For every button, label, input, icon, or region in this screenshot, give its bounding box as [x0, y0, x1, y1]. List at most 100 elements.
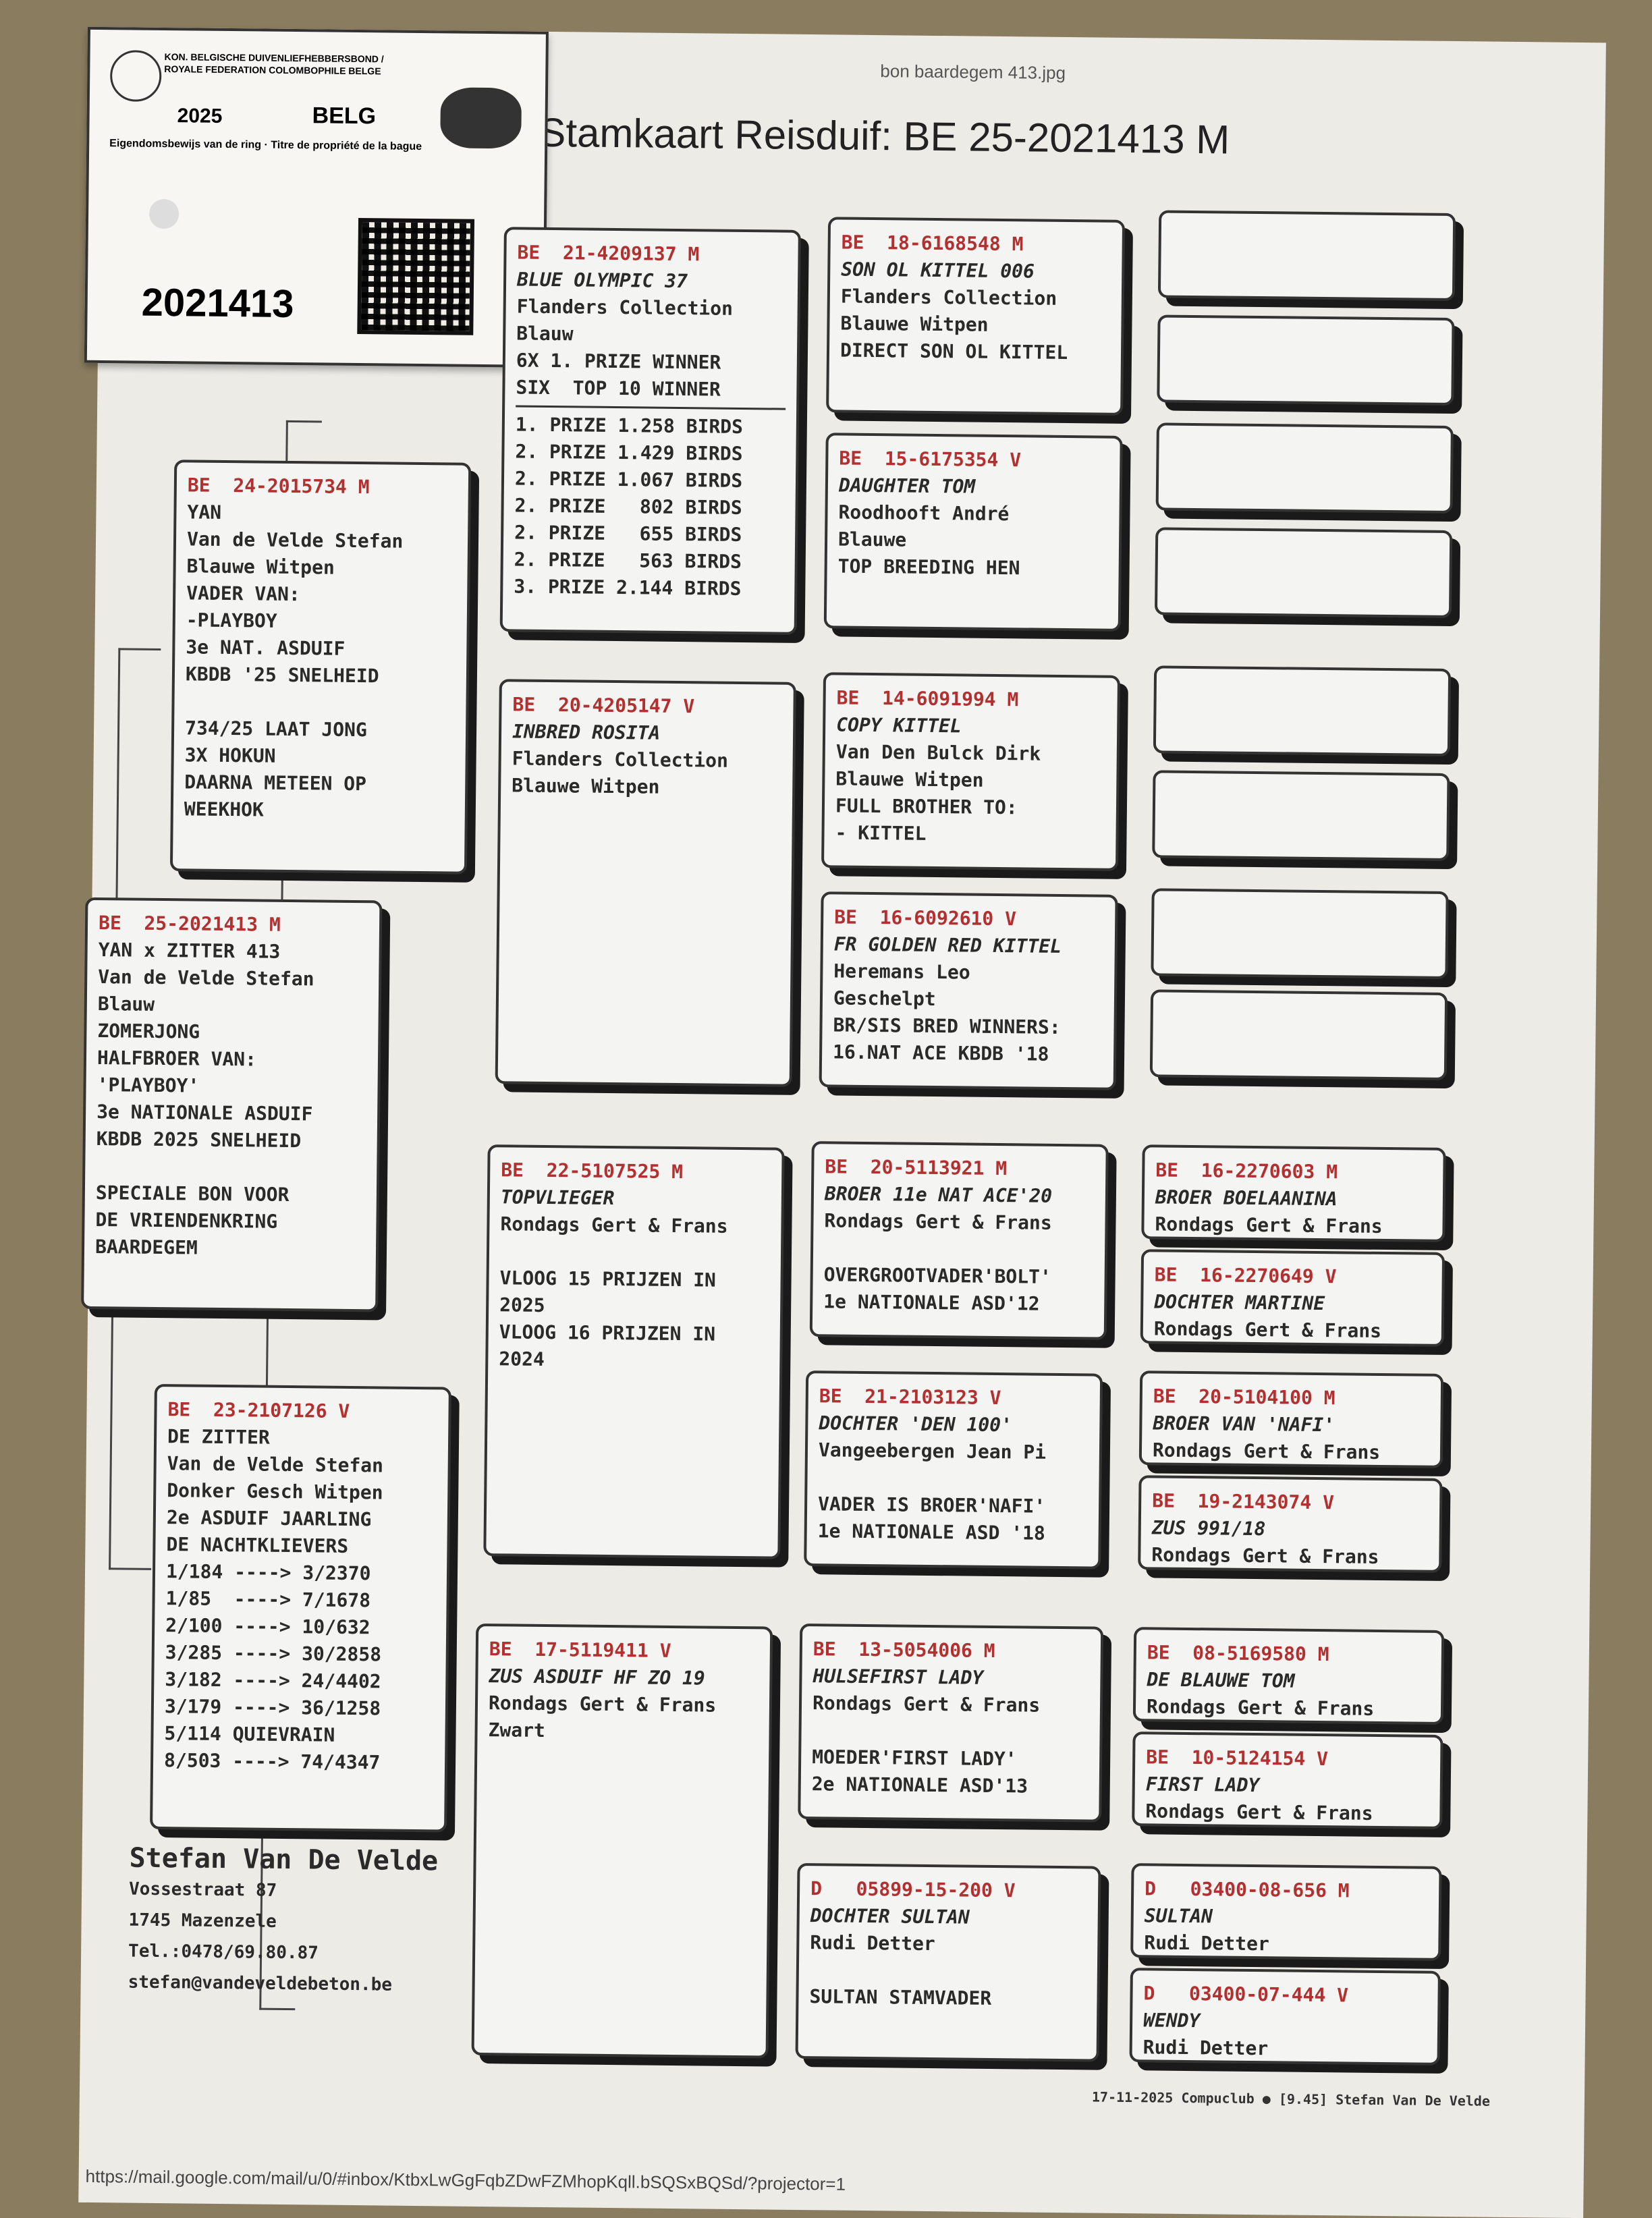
note-line — [810, 1956, 1086, 1986]
note-line: 2e NATIONALE ASD'13 — [811, 1773, 1028, 1798]
result-line: 2. PRIZE 1.429 BIRDS — [515, 440, 743, 465]
pigeon-name: ZUS ASDUIF HF ZO 19 — [489, 1665, 705, 1690]
result-line: 2. PRIZE 563 BIRDS — [514, 548, 742, 573]
breeder: Van Den Bulck Dirk — [835, 740, 1041, 765]
breeder: Roodhooft André — [838, 501, 1010, 526]
pigeon-card-mf[interactable]: BE 22-5107525 M TOPVLIEGER Rondags Gert … — [483, 1144, 785, 1559]
note-line: HALFBROER VAN: — [97, 1047, 257, 1071]
breeder: Rondags Gert & Frans — [812, 1692, 1041, 1717]
empty-pigeon-slot[interactable] — [1155, 422, 1454, 514]
note-line: VLOOG 16 PRIJZEN IN — [499, 1321, 716, 1346]
ring-number: BE 19-2143074 V — [1152, 1489, 1335, 1514]
pigeon-card-mmm[interactable]: D 05899-15-200 V DOCHTER SULTAN Rudi Det… — [795, 1862, 1101, 2062]
pigeon-card-g5[interactable]: BE 19-2143074 V ZUS 991/18 Rondags Gert … — [1138, 1475, 1443, 1573]
note-line: 1e NATIONALE ASD '18 — [817, 1520, 1046, 1545]
pigeon-card-ff[interactable]: BE 21-4209137 M BLUE OLYMPIC 37 Flanders… — [499, 227, 801, 635]
color: Blauwe Witpen — [186, 555, 335, 579]
punch-hole-icon — [148, 198, 180, 229]
pigeon-card-g5[interactable]: D 03400-08-656 M SULTAN Rudi Detter — [1130, 1863, 1442, 1961]
pigeon-card-mmf[interactable]: BE 13-5054006 M HULSEFIRST LADY Rondags … — [798, 1623, 1104, 1823]
breeder: Van de Velde Stefan — [98, 966, 314, 991]
note-line: OVERGROOTVADER'BOLT' — [823, 1263, 1052, 1288]
breeder: Rondags Gert & Frans — [488, 1692, 717, 1717]
ring-number: BE 24-2015734 M — [187, 474, 370, 499]
ring-number: BE 17-5119411 V — [489, 1638, 671, 1662]
note-line — [818, 1464, 1088, 1493]
pedigree-sheet: bon baardegem 413.jpg Stamkaart Reisduif… — [78, 26, 1606, 2218]
pigeon-name: DOCHTER MARTINE — [1154, 1290, 1325, 1315]
note-line: TOP BREEDING HEN — [837, 555, 1020, 580]
empty-pigeon-slot[interactable] — [1157, 314, 1455, 406]
empty-pigeon-slot[interactable] — [1157, 210, 1456, 302]
note-line: SIX TOP 10 WINNER — [516, 376, 721, 401]
empty-pigeon-slot[interactable] — [1153, 665, 1452, 756]
ring-number: BE 16-2270603 M — [1155, 1159, 1338, 1184]
pigeon-card-g5[interactable]: BE 10-5124154 V FIRST LADY Rondags Gert … — [1132, 1731, 1443, 1829]
pigeon-card-fm[interactable]: BE 20-4205147 V INBRED ROSITA Flanders C… — [495, 679, 796, 1087]
pigeon-name: WENDY — [1142, 2009, 1201, 2032]
pigeon-name: BROER 11e NAT ACE'20 — [824, 1182, 1053, 1207]
color: Zwart — [488, 1719, 546, 1742]
ring-number: D 03400-08-656 M — [1145, 1877, 1350, 1902]
result-line: 1/85 ----> 7/1678 — [165, 1587, 371, 1612]
pigeon-name: SULTAN — [1144, 1904, 1213, 1928]
pigeon-name: COPY KITTEL — [836, 713, 962, 738]
breeder: Van de Velde Stefan — [186, 528, 404, 553]
result-line: 8/503 ----> 74/4347 — [163, 1749, 381, 1774]
ring-number: BE 20-5104100 M — [1153, 1385, 1336, 1410]
color: Blauw — [97, 993, 155, 1016]
empty-pigeon-slot[interactable] — [1151, 888, 1449, 979]
pigeon-name: DAUGHTER TOM — [838, 474, 976, 498]
pigeon-card-subject[interactable]: BE 25-2021413 M YAN x ZITTER 413 Van de … — [81, 897, 383, 1312]
note-line: VLOOG 15 PRIJZEN IN — [499, 1267, 717, 1292]
pigeon-card-father[interactable]: BE 24-2015734 M YAN Van de Velde Stefan … — [169, 460, 472, 875]
breeder: Rondags Gert & Frans — [824, 1209, 1052, 1234]
pigeon-card-g5[interactable]: D 03400-07-444 V WENDY Rudi Detter — [1129, 1968, 1441, 2065]
result-line: 3/179 ----> 36/1258 — [164, 1695, 381, 1720]
pigeon-name: FIRST LADY — [1145, 1773, 1260, 1797]
grapes-logo-icon — [440, 87, 522, 149]
note-line: DE VRIENDENKRING — [95, 1209, 278, 1233]
pigeon-card-fff[interactable]: BE 18-6168548 M SON OL KITTEL 006 Flande… — [826, 217, 1126, 416]
result-line: 2. PRIZE 1.067 BIRDS — [514, 467, 743, 492]
color: Blauwe Witpen — [512, 774, 660, 798]
note-line: 1e NATIONALE ASD'12 — [823, 1290, 1040, 1315]
pigeon-card-ffm[interactable]: BE 15-6175354 V DAUGHTER TOM Roodhooft A… — [823, 433, 1123, 632]
ring-number: D 03400-07-444 V — [1143, 1982, 1349, 2007]
pigeon-name: YAN x ZITTER 413 — [98, 939, 281, 963]
note-line: VADER IS BROER'NAFI' — [817, 1493, 1046, 1518]
pigeon-name: DE BLAUWE TOM — [1147, 1668, 1295, 1692]
empty-pigeon-slot[interactable] — [1149, 989, 1448, 1080]
pigeon-card-mff[interactable]: BE 20-5113921 M BROER 11e NAT ACE'20 Ron… — [809, 1141, 1109, 1340]
pigeon-card-fmm[interactable]: BE 16-6092610 V FR GOLDEN RED KITTEL Her… — [819, 891, 1118, 1090]
color: Donker Gesch Witpen — [167, 1479, 383, 1504]
note-line: - KITTEL — [835, 821, 927, 845]
pigeon-card-mother[interactable]: BE 23-2107126 V DE ZITTER Van de Velde S… — [150, 1383, 451, 1833]
print-footer: 17-11-2025 Compuclub ● [9.45] Stefan Van… — [1091, 2088, 1491, 2109]
pigeon-card-g5[interactable]: BE 16-2270649 V DOCHTER MARTINE Rondags … — [1140, 1249, 1446, 1347]
note-line — [812, 1717, 1089, 1746]
empty-pigeon-slot[interactable] — [1152, 770, 1450, 861]
breeder: Flanders Collection — [512, 747, 729, 772]
pigeon-card-g5[interactable]: BE 08-5169580 M DE BLAUWE TOM Rondags Ge… — [1132, 1627, 1445, 1725]
pigeon-card-g5[interactable]: BE 20-5104100 M BROER VAN 'NAFI' Rondags… — [1138, 1370, 1444, 1468]
result-line: 1/184 ----> 3/2370 — [165, 1560, 371, 1585]
ring-number: BE 22-5107525 M — [501, 1159, 684, 1184]
note-line: DE NACHTKLIEVERS — [166, 1533, 349, 1557]
pigeon-card-fmf[interactable]: BE 14-6091994 M COPY KITTEL Van Den Bulc… — [821, 672, 1121, 871]
federation-logo-icon — [109, 50, 162, 102]
pigeon-card-g5[interactable]: BE 16-2270603 M BROER BOELAANINA Rondags… — [1141, 1144, 1446, 1242]
note-line: DIRECT SON OL KITTEL — [839, 339, 1068, 364]
pigeon-name: YAN — [187, 501, 222, 524]
pigeon-card-mm[interactable]: BE 17-5119411 V ZUS ASDUIF HF ZO 19 Rond… — [471, 1623, 773, 2059]
pigeon-card-mfm[interactable]: BE 21-2103123 V DOCHTER 'DEN 100' Vangee… — [804, 1370, 1103, 1570]
note-line: SPECIALE BON VOOR — [95, 1182, 290, 1207]
pigeon-name: DOCHTER SULTAN — [810, 1904, 970, 1929]
empty-pigeon-slot[interactable] — [1154, 527, 1453, 619]
breeder: Rudi Detter — [810, 1931, 935, 1956]
note-line: 2e ASDUIF JAARLING — [166, 1506, 372, 1531]
breeder: Flanders Collection — [516, 295, 734, 320]
ring-number: BE 16-2270649 V — [1154, 1263, 1337, 1288]
print-url: https://mail.google.com/mail/u/0/#inbox/… — [85, 2165, 846, 2194]
color: Blauw — [516, 322, 574, 345]
